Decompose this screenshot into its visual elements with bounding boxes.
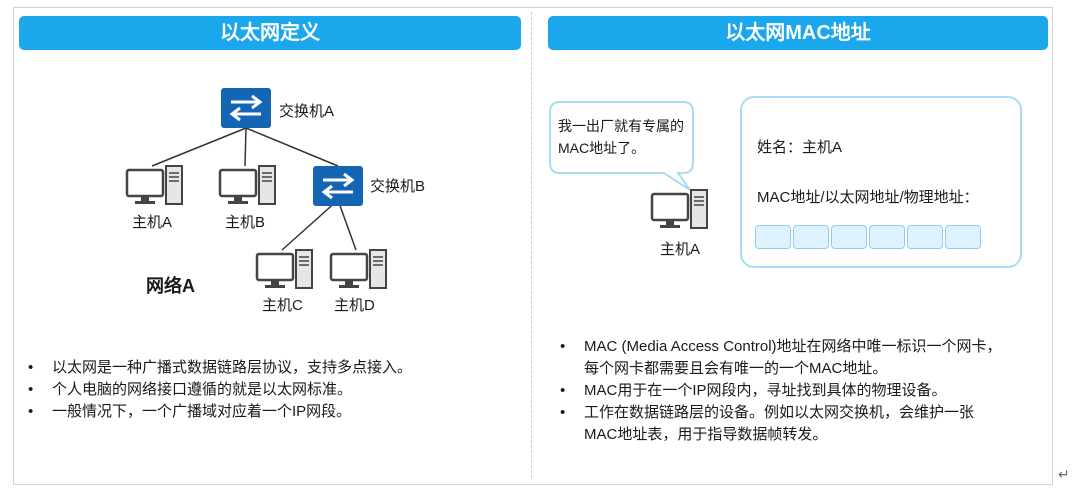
mac-octet-box — [907, 225, 943, 249]
mac-octet-box — [945, 225, 981, 249]
network-label: 网络A — [146, 276, 195, 296]
switch-a-icon — [219, 86, 273, 130]
topology-links — [151, 127, 357, 251]
right-title-banner: 以太网MAC地址 — [548, 16, 1048, 50]
right-bullet: MAC (Media Access Control)地址在网络中唯一标识一个网卡… — [556, 336, 1002, 380]
mac-address-boxes — [755, 225, 981, 249]
panel-divider — [531, 12, 532, 478]
card-name: 姓名：主机A — [757, 139, 843, 156]
switch-a-label: 交换机A — [279, 103, 335, 120]
switch-b-icon — [311, 164, 365, 208]
host-d-label: 主机D — [334, 297, 375, 314]
right-bullet: MAC用于在一个IP网段内，寻址找到具体的物理设备。 — [556, 380, 1002, 402]
right-bullet-line: 每个网卡都需要且会有唯一的一个MAC地址。 — [584, 360, 888, 377]
bubble-text: 我一出厂就有专属的 MAC地址了。 — [558, 115, 698, 159]
right-bullet-line: 工作在数据链路层的设备。例如以太网交换机，会维护一张 — [584, 404, 975, 421]
host-c-label: 主机C — [262, 297, 303, 314]
left-bullet: 一般情况下，一个广播域对应着一个IP网段。 — [24, 401, 412, 423]
right-bullet-list: MAC (Media Access Control)地址在网络中唯一标识一个网卡… — [556, 336, 1002, 446]
right-bullet: 工作在数据链路层的设备。例如以太网交换机，会维护一张 MAC地址表，用于指导数据… — [556, 402, 1002, 446]
mac-octet-box — [831, 225, 867, 249]
card-mac-label: MAC地址/以太网地址/物理地址： — [757, 189, 979, 206]
left-bullet: 以太网是一种广播式数据链路层协议，支持多点接入。 — [24, 357, 412, 379]
left-title-banner: 以太网定义 — [19, 16, 521, 50]
right-bullet-line: MAC (Media Access Control)地址在网络中唯一标识一个网卡… — [584, 338, 1002, 355]
host-b-label: 主机B — [225, 214, 266, 231]
mac-octet-box — [793, 225, 829, 249]
mac-octet-box — [755, 225, 791, 249]
host-d-icon — [329, 248, 388, 290]
left-bullet-list: 以太网是一种广播式数据链路层协议，支持多点接入。 个人电脑的网络接口遵循的就是以… — [24, 357, 412, 423]
left-title: 以太网定义 — [220, 22, 320, 44]
host-b-icon — [218, 164, 277, 206]
mac-octet-box — [869, 225, 905, 249]
paragraph-return-icon: ↵ — [1058, 466, 1070, 482]
speech-bubble — [549, 101, 694, 191]
figure-frame — [13, 7, 1053, 485]
bubble-line: MAC地址了。 — [558, 140, 646, 156]
bubble-line: 我一出厂就有专属的 — [558, 118, 684, 134]
right-host-icon — [650, 188, 709, 230]
host-a-label: 主机A — [132, 214, 173, 231]
right-bullet-line: MAC地址表，用于指导数据帧转发。 — [584, 426, 828, 443]
right-title: 以太网MAC地址 — [725, 22, 871, 44]
left-bullet: 个人电脑的网络接口遵循的就是以太网标准。 — [24, 379, 412, 401]
host-a-icon — [125, 164, 184, 206]
switch-b-label: 交换机B — [370, 178, 426, 195]
host-c-icon — [255, 248, 314, 290]
right-host-label: 主机A — [660, 241, 701, 258]
